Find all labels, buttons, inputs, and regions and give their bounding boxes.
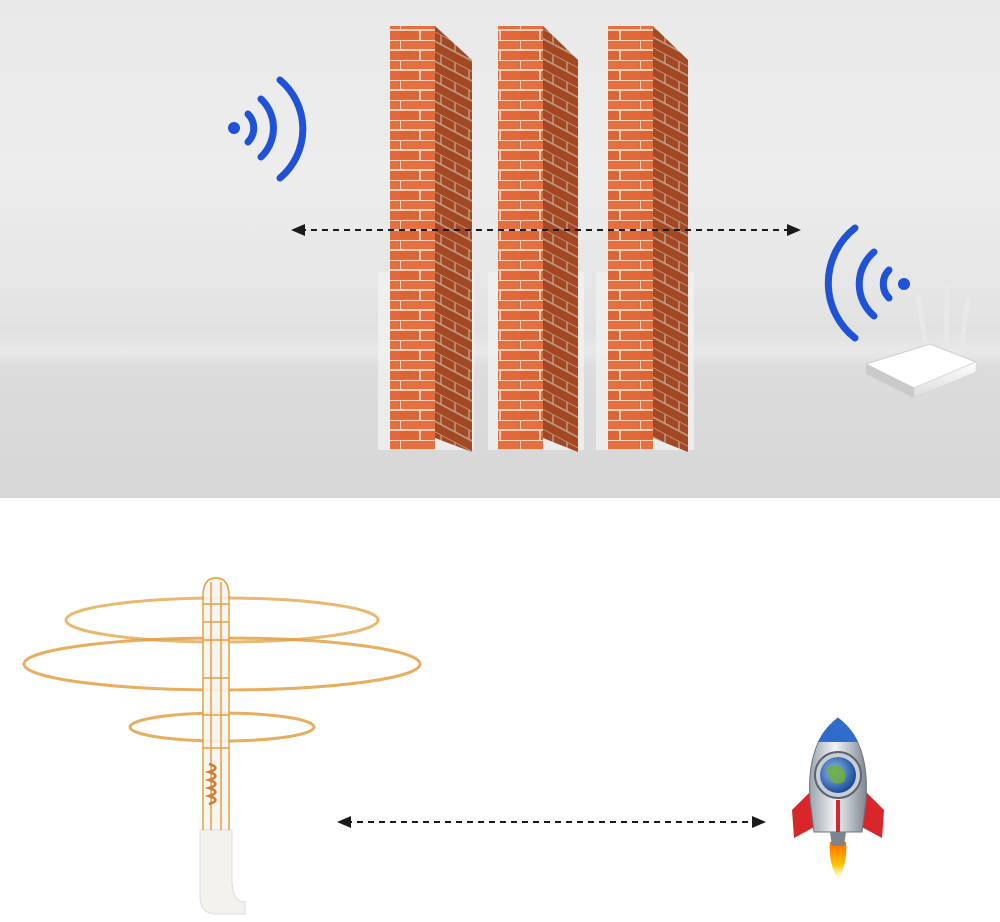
rocket-icon	[792, 717, 884, 880]
wifi-signal-icon	[228, 76, 307, 182]
wall-penetration-arrow	[291, 224, 801, 236]
router-wifi-signal-icon	[824, 224, 910, 342]
brick-walls	[378, 26, 694, 452]
brick-wall-3	[596, 26, 694, 452]
long-range-arrow	[337, 816, 766, 828]
wireless-router	[864, 283, 978, 399]
brick-wall-1	[378, 26, 474, 452]
brick-wall-2	[488, 26, 584, 452]
usb-wifi-antenna	[22, 576, 422, 915]
